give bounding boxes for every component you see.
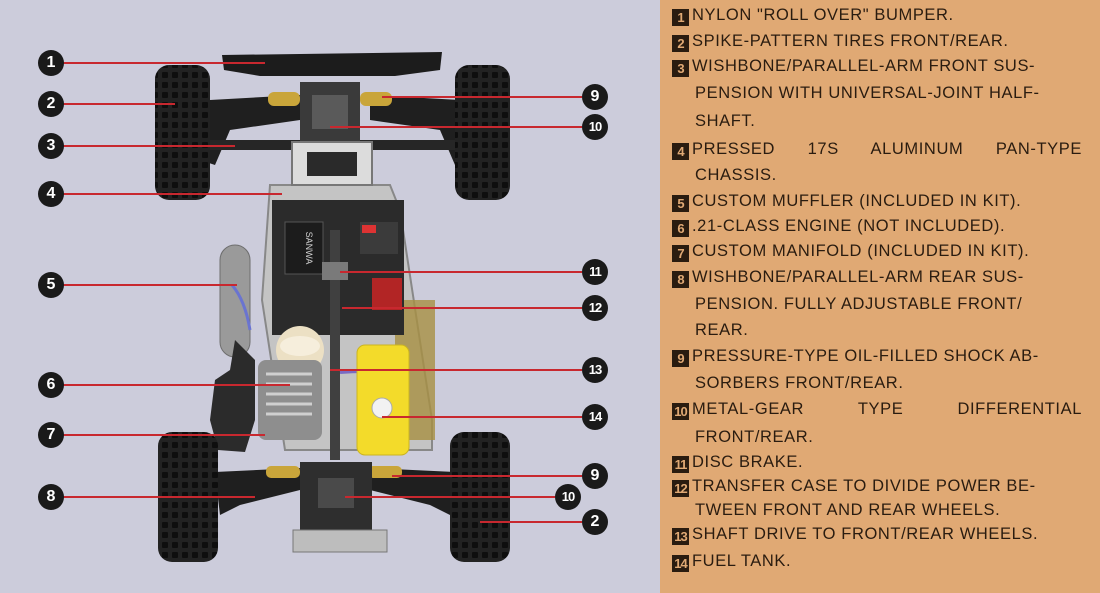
legend-text: SPIKE-PATTERN TIRES FRONT/REAR. — [692, 32, 1009, 50]
callout-12: 12 — [582, 295, 608, 321]
callout-13: 13 — [582, 357, 608, 383]
legend-text: .21-CLASS ENGINE (NOT INCLUDED). — [692, 217, 1006, 235]
legend-text: CUSTOM MUFFLER (INCLUDED IN KIT). — [692, 192, 1022, 210]
callout-8: 8 — [38, 484, 64, 510]
callout-3: 3 — [38, 133, 64, 159]
front-left-tire — [155, 65, 210, 200]
legend-text: PRESSURE-TYPE OIL-FILLED SHOCK AB- — [692, 347, 1039, 365]
legend-text-cont: REAR. — [695, 321, 749, 339]
legend-text: NYLON "ROLL OVER" BUMPER. — [692, 6, 954, 24]
callout-9-front: 9 — [582, 84, 608, 110]
legend-text: TRANSFER CASE TO DIVIDE POWER BE- — [692, 477, 1036, 495]
legend-badge: 3 — [672, 60, 689, 77]
legend-badge: 9 — [672, 350, 689, 367]
legend-badge: 1 — [672, 9, 689, 26]
callout-4: 4 — [38, 181, 64, 207]
legend-text-cont: SORBERS FRONT/REAR. — [695, 374, 904, 392]
legend-text: METAL-GEAR TYPE DIFFERENTIAL — [692, 400, 1082, 418]
legend-item-6: 6.21-CLASS ENGINE (NOT INCLUDED). — [672, 217, 1005, 237]
callout-2-rear: 2 — [582, 509, 608, 535]
servo-brand-label: SANWA — [304, 232, 314, 265]
legend-badge: 8 — [672, 271, 689, 288]
legend-panel — [660, 0, 1100, 593]
callout-1: 1 — [38, 50, 64, 76]
callout-14: 14 — [582, 404, 608, 430]
legend-text: WISHBONE/PARALLEL-ARM REAR SUS- — [692, 268, 1024, 286]
fuel-tank-cap — [371, 397, 393, 419]
front-shock-left — [268, 92, 300, 106]
center-drive-shaft — [330, 230, 340, 460]
rear-suspension-arms — [215, 468, 300, 515]
callout-10-rear: 10 — [555, 484, 581, 510]
engine — [258, 360, 322, 440]
legend-badge: 6 — [672, 220, 689, 237]
rear-shock-left — [266, 466, 300, 478]
servo — [284, 221, 324, 275]
legend-text: CUSTOM MANIFOLD (INCLUDED IN KIT). — [692, 242, 1030, 260]
legend-badge: 4 — [672, 143, 689, 160]
front-shock-right — [360, 92, 392, 106]
disc-brake — [322, 262, 348, 280]
car-photo-panel: SANWA — [0, 0, 660, 593]
legend-badge: 7 — [672, 245, 689, 262]
legend-badge: 11 — [672, 456, 689, 473]
callout-10-front: 10 — [582, 114, 608, 140]
legend-text-cont: PENSION WITH UNIVERSAL-JOINT HALF- — [695, 84, 1040, 102]
legend-badge: 13 — [672, 528, 689, 545]
callout-7: 7 — [38, 422, 64, 448]
callout-5: 5 — [38, 272, 64, 298]
callout-11: 11 — [582, 259, 608, 285]
leader-lines — [62, 62, 582, 523]
legend-badge: 5 — [672, 195, 689, 212]
legend-text: WISHBONE/PARALLEL-ARM FRONT SUS- — [692, 57, 1036, 75]
legend-text: SHAFT DRIVE TO FRONT/REAR WHEELS. — [692, 525, 1039, 543]
front-right-tire — [455, 65, 510, 200]
legend-badge: 12 — [672, 480, 689, 497]
callout-2: 2 — [38, 91, 64, 117]
legend-text-cont: SHAFT. — [695, 112, 756, 130]
legend-text-cont: CHASSIS. — [695, 166, 777, 184]
legend-text-cont: TWEEN FRONT AND REAR WHEELS. — [695, 501, 1001, 519]
car-illustration: SANWA — [62, 52, 582, 562]
front-suspension-arms — [200, 95, 300, 165]
legend-badge: 2 — [672, 35, 689, 52]
legend-text-cont: FRONT/REAR. — [695, 428, 814, 446]
legend-text: PRESSED 17S ALUMINUM PAN-TYPE — [692, 140, 1082, 158]
legend-text-cont: PENSION. FULLY ADJUSTABLE FRONT/ — [695, 295, 1023, 313]
legend-badge: 14 — [672, 555, 689, 572]
legend-text: DISC BRAKE. — [692, 453, 804, 471]
legend-badge: 10 — [672, 403, 689, 420]
front-bumper — [222, 52, 442, 76]
callout-6: 6 — [38, 372, 64, 398]
legend-text: FUEL TANK. — [692, 552, 792, 570]
callout-9-rear: 9 — [582, 463, 608, 489]
